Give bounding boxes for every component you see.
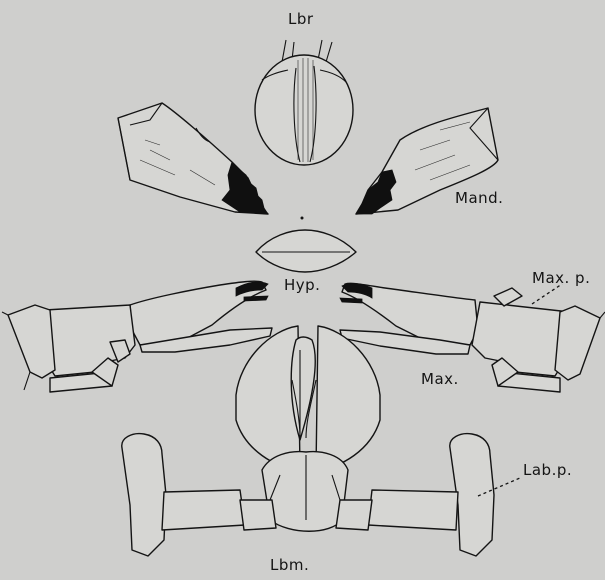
labium-label: Lbm. — [270, 556, 309, 574]
right-maxilla-drawing — [340, 283, 605, 392]
labial-palp-label: Lab.p. — [523, 461, 572, 479]
hypopharynx-label: Hyp. — [284, 276, 320, 294]
left-mandible-drawing — [118, 103, 268, 214]
left-maxilla-drawing — [2, 281, 272, 392]
hypopharynx-drawing — [256, 217, 356, 273]
mandible-label: Mand. — [455, 189, 503, 207]
labrum-drawing — [255, 40, 353, 165]
labium-drawing — [122, 326, 494, 556]
maxillary-palp-label: Max. p. — [532, 269, 590, 287]
max-palp-leader-line — [532, 284, 562, 304]
labrum-label: Lbr — [288, 10, 314, 28]
maxilla-label: Max. — [421, 370, 459, 388]
